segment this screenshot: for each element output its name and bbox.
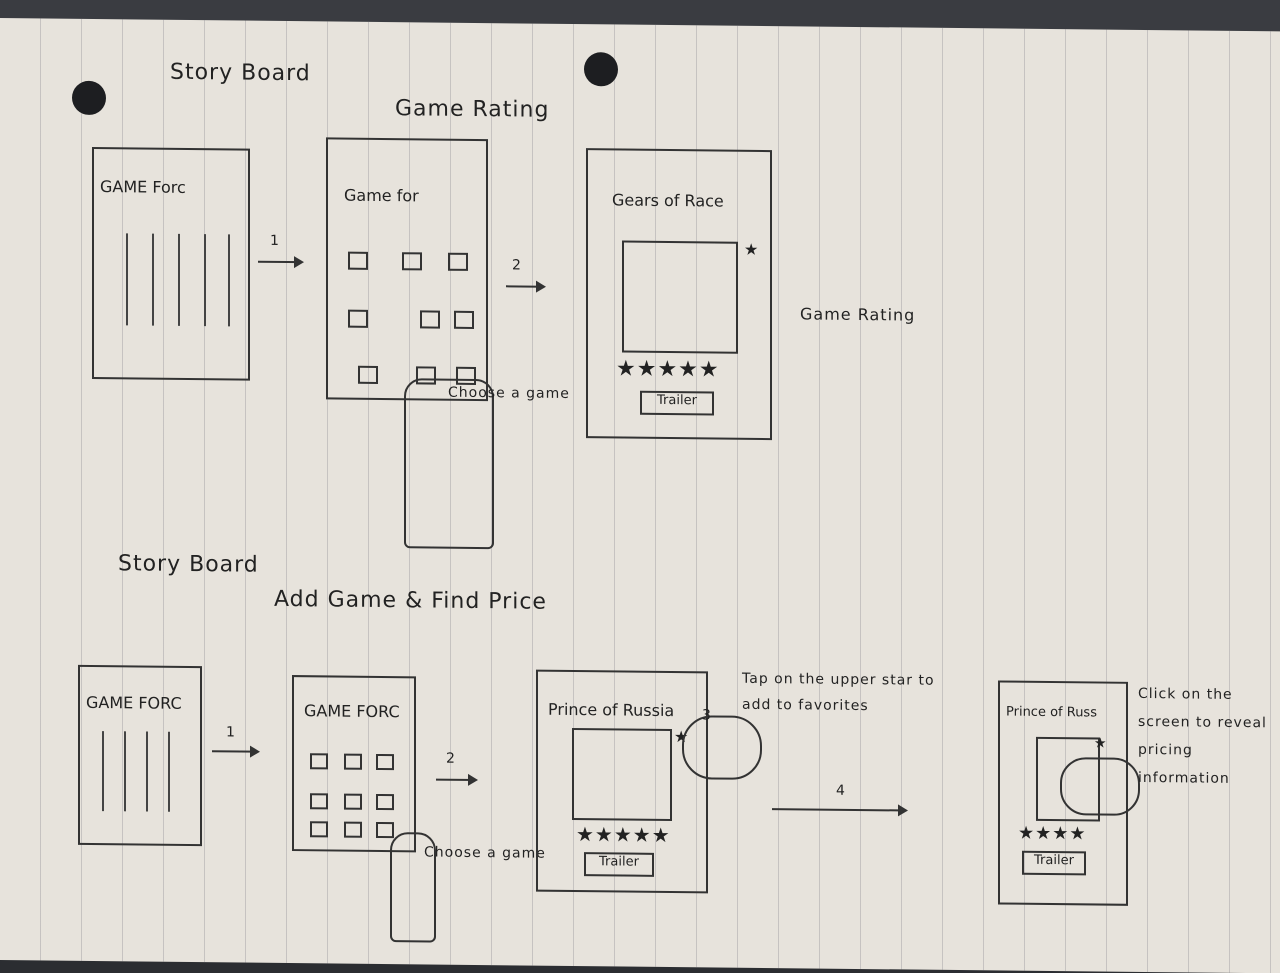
punch-hole: [72, 80, 106, 116]
storyboard2-screen1: GAME FORC: [78, 664, 202, 847]
screen-title: Gears of Race: [612, 190, 724, 211]
storyboard2-subtitle: Add Game & Find Price: [274, 586, 547, 615]
step-label: 2: [446, 750, 455, 767]
game-thumbnail[interactable]: [344, 793, 362, 810]
content-line: [228, 234, 230, 327]
game-thumbnail[interactable]: [376, 821, 394, 839]
notebook-page: Story Board Game Rating GAME Forc 1 Game…: [0, 18, 1280, 973]
game-thumbnail[interactable]: [310, 821, 328, 838]
flow-arrow: [436, 778, 476, 781]
trailer-button[interactable]: Trailer: [584, 852, 654, 877]
note-choose: Choose a game: [424, 844, 546, 862]
game-thumbnail[interactable]: [402, 252, 422, 271]
screen-title: Game for: [344, 185, 419, 206]
note-choose: Choose a game: [448, 384, 570, 402]
screen-title: GAME FORC: [304, 701, 400, 722]
flow-arrow: [506, 285, 544, 288]
storyboard1-screen2: Game for: [326, 137, 488, 402]
note-click: Click on the screen to reveal pricing in…: [1138, 685, 1267, 787]
content-line: [146, 731, 148, 812]
content-line: [124, 731, 126, 812]
content-line: [178, 233, 180, 326]
step-label: 3: [702, 707, 711, 724]
content-line: [168, 731, 170, 812]
game-thumbnail[interactable]: [358, 365, 378, 384]
storyboard1-screen3: Gears of Race ★ ★★★★★ Trailer: [586, 148, 772, 441]
content-line: [152, 233, 154, 326]
game-thumbnail[interactable]: [310, 793, 328, 810]
storyboard1-heading: Story Board: [170, 59, 311, 87]
content-line: [126, 233, 128, 326]
step-label: 2: [512, 257, 521, 274]
game-thumbnail[interactable]: [348, 309, 368, 328]
game-thumbnail[interactable]: [310, 753, 328, 770]
storyboard2-heading: Story Board: [118, 551, 259, 578]
favorite-star-icon[interactable]: ★: [1094, 735, 1107, 752]
rating-stars[interactable]: ★★★★: [1018, 822, 1087, 845]
screen-title: Prince of Russ: [1006, 704, 1097, 721]
game-thumbnail[interactable]: [376, 753, 394, 771]
game-thumbnail[interactable]: [344, 821, 362, 838]
flow-arrow: [258, 260, 302, 264]
storyboard2-screen3: Prince of Russia ★ ★★★★★ Trailer: [536, 669, 708, 894]
storyboard2-screen2: GAME FORC: [292, 675, 416, 853]
storyboard1-screen1: GAME Forc: [92, 146, 250, 381]
note-rating: Game Rating: [800, 304, 916, 325]
flow-arrow: [772, 808, 906, 812]
trailer-button[interactable]: Trailer: [1022, 850, 1086, 876]
game-cover-image: [572, 727, 672, 822]
rating-stars[interactable]: ★★★★★: [616, 356, 720, 383]
trailer-button[interactable]: Trailer: [640, 390, 714, 416]
note-tap: Tap on the upper star to add to favorite…: [742, 670, 935, 715]
game-thumbnail[interactable]: [448, 252, 468, 271]
hand-pointer-icon: [404, 378, 494, 550]
rating-stars[interactable]: ★★★★★: [576, 822, 671, 848]
content-line: [204, 234, 206, 327]
game-thumbnail[interactable]: [348, 251, 368, 270]
game-thumbnail[interactable]: [454, 310, 474, 329]
game-cover-image: [622, 240, 738, 354]
game-thumbnail[interactable]: [344, 753, 362, 770]
hand-pointer-icon: [682, 715, 762, 780]
game-thumbnail[interactable]: [376, 793, 394, 811]
punch-hole: [584, 52, 618, 87]
favorite-star-icon[interactable]: ★: [744, 239, 759, 259]
storyboard1-subtitle: Game Rating: [395, 96, 550, 123]
screen-title: Prince of Russia: [548, 699, 675, 721]
hand-pointer-icon: [1060, 757, 1140, 816]
step-label: 1: [270, 232, 279, 249]
step-label: 4: [836, 782, 845, 799]
screen-title: GAME FORC: [86, 692, 182, 713]
screen-title: GAME Forc: [100, 177, 186, 197]
game-thumbnail[interactable]: [420, 310, 440, 329]
step-label: 1: [226, 724, 235, 741]
content-line: [102, 731, 104, 812]
flow-arrow: [212, 750, 258, 753]
